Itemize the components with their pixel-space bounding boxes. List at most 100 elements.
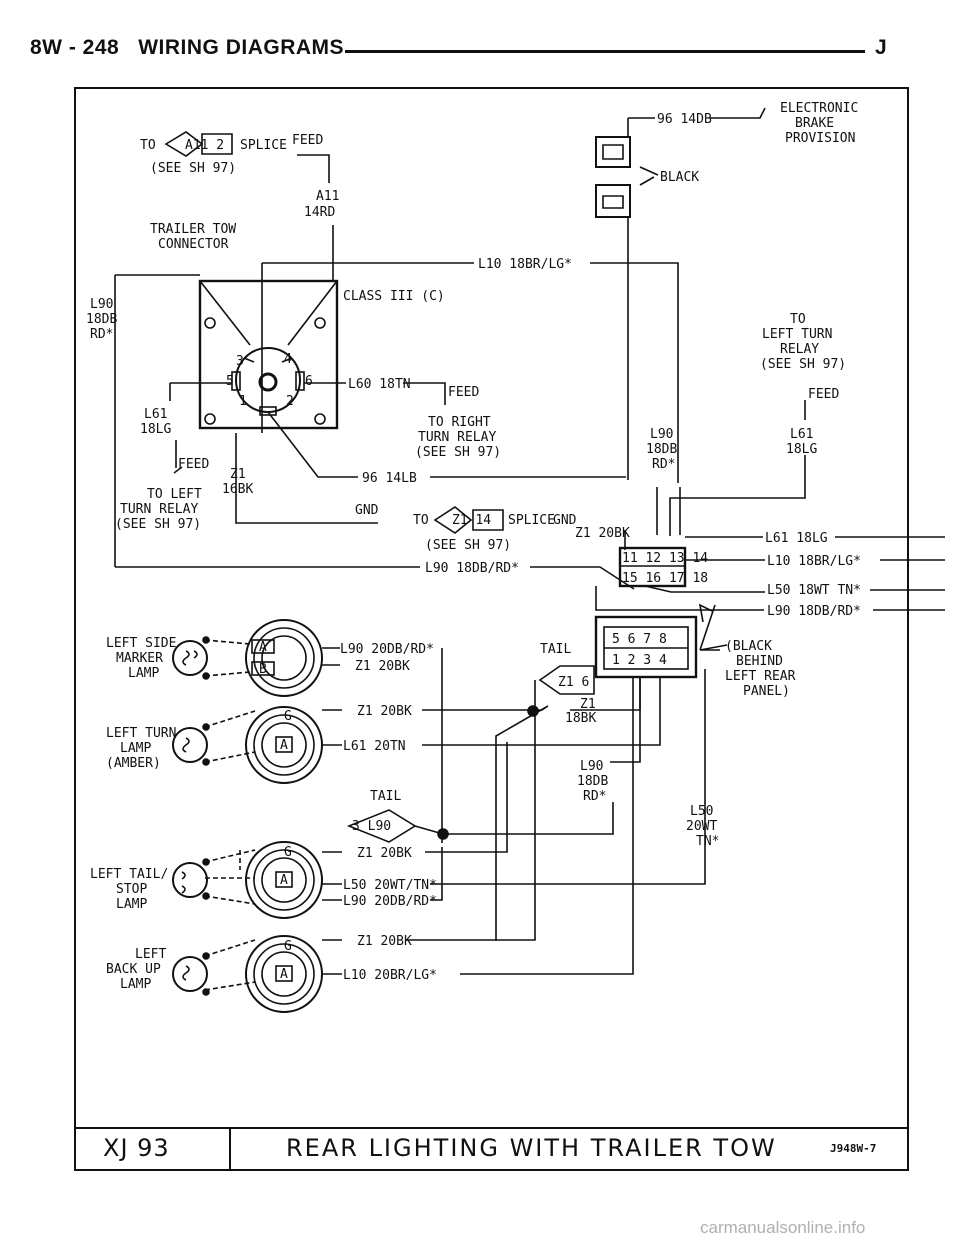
feed-left-label: FEED bbox=[178, 457, 209, 472]
wire-l61-label: L61 bbox=[144, 407, 167, 422]
pin-5: 5 bbox=[226, 374, 234, 389]
black-behind-label-2: BEHIND bbox=[736, 654, 783, 669]
z1-6-tag: Z1 6 bbox=[558, 675, 589, 690]
pin-2: 2 bbox=[286, 394, 294, 409]
ltl-pin-g: G bbox=[284, 709, 292, 724]
feed-right-label: FEED bbox=[448, 385, 479, 400]
wire-a11-gauge: 14RD bbox=[304, 205, 335, 220]
black-behind-label-1: (BLACK bbox=[725, 639, 772, 654]
section-title: WIRING DIAGRAMS bbox=[138, 36, 345, 59]
wire-z1-gauge: 16BK bbox=[222, 482, 253, 497]
wire-z1-c-label: Z1 bbox=[580, 697, 596, 712]
lsm-label-2: MARKER bbox=[116, 651, 163, 666]
pin-6: 6 bbox=[305, 374, 313, 389]
gnd-b-label: GND bbox=[553, 513, 577, 528]
lts-wire-2: L50 20WT/TN* bbox=[343, 878, 437, 893]
lsm-pin-a: A bbox=[259, 640, 267, 655]
wire-l50-a-label: L50 bbox=[690, 804, 713, 819]
wire-z1-20bk-label: Z1 20BK bbox=[575, 526, 630, 541]
wire-a11-label: A11 bbox=[316, 189, 339, 204]
to-z1-label: TO bbox=[413, 513, 429, 528]
lbu-label-3: LAMP bbox=[120, 977, 151, 992]
wire-l90-label: L90 bbox=[90, 297, 113, 312]
connector-label: CONNECTOR bbox=[158, 237, 229, 252]
to-right-label-3: (SEE SH 97) bbox=[415, 445, 501, 460]
wire-l90-c-color: RD* bbox=[583, 789, 606, 804]
trailer-tow-label: TRAILER TOW bbox=[150, 222, 236, 237]
wire-96-14lb-label: 96 14LB bbox=[362, 471, 417, 486]
wire-l61-b-label: L61 bbox=[790, 427, 813, 442]
to-lt-label-4: (SEE SH 97) bbox=[760, 357, 846, 372]
tail-b-label: TAIL bbox=[370, 789, 401, 804]
wire-l90-c-label: L90 bbox=[580, 759, 603, 774]
lsm-label-3: LAMP bbox=[128, 666, 159, 681]
page-number-section: 8W - 248 WIRING DIAGRAMS bbox=[30, 36, 344, 60]
pin-3: 3 bbox=[236, 354, 244, 369]
wire-l90-gauge: 18DB bbox=[86, 312, 117, 327]
to-lt-label-2: LEFT TURN bbox=[762, 327, 832, 342]
rear-connector-top-pins: 5 6 7 8 bbox=[612, 632, 667, 647]
class-iii-label: CLASS III (C) bbox=[343, 289, 445, 304]
ebp-label-3: PROVISION bbox=[785, 131, 855, 146]
lts-pin-a: A bbox=[280, 873, 288, 888]
black-label: BLACK bbox=[660, 170, 699, 185]
l90-3-tag: 3 L90 bbox=[352, 819, 391, 834]
right-wire-l50: L50 18WT TN* bbox=[767, 583, 861, 598]
vehicle-code: XJ 93 bbox=[103, 1134, 170, 1162]
trailer-tow-connector bbox=[198, 279, 339, 430]
lsm-label-1: LEFT SIDE bbox=[106, 636, 176, 651]
wire-z1-label: Z1 bbox=[230, 467, 246, 482]
to-lt-label-3: RELAY bbox=[780, 342, 819, 357]
ebp-label-1: ELECTRONIC bbox=[780, 101, 858, 116]
to-right-label-2: TURN RELAY bbox=[418, 430, 496, 445]
wire-z1-c-gauge: 18BK bbox=[565, 711, 596, 726]
lbu-pin-a: A bbox=[280, 967, 288, 982]
center-connector-top-pins: 11 12 13 14 bbox=[622, 551, 708, 566]
lbu-pin-g: G bbox=[284, 939, 292, 954]
diagram-frame bbox=[74, 87, 909, 1171]
to-left-label-2: TURN RELAY bbox=[120, 502, 198, 517]
to-lt-label-1: TO bbox=[790, 312, 806, 327]
lbu-wire-2: L10 20BR/LG* bbox=[343, 968, 437, 983]
ebp-label-2: BRAKE bbox=[795, 116, 834, 131]
lts-label-3: LAMP bbox=[116, 897, 147, 912]
to-left-label-1: TO LEFT bbox=[147, 487, 202, 502]
header-rule bbox=[345, 50, 865, 53]
wire-l90-b-label: L90 bbox=[650, 427, 673, 442]
lbu-label-2: BACK UP bbox=[106, 962, 161, 977]
splice-label: SPLICE bbox=[240, 138, 287, 153]
wire-96-14db-label: 96 14DB bbox=[657, 112, 712, 127]
lts-wire-3: L90 20DB/RD* bbox=[343, 894, 437, 909]
tail-a-label: TAIL bbox=[540, 642, 571, 657]
a11-splice-tag: A11 2 bbox=[185, 138, 224, 153]
lts-label-1: LEFT TAIL/ bbox=[90, 867, 168, 882]
wire-l50-a-gauge: 20WT bbox=[686, 819, 717, 834]
wire-l61-gauge: 18LG bbox=[140, 422, 171, 437]
ltl-label-2: LAMP bbox=[120, 741, 151, 756]
gnd-label: GND bbox=[355, 503, 379, 518]
lsm-wire-2: Z1 20BK bbox=[355, 659, 410, 674]
wire-l90-18dbrd-label: L90 18DB/RD* bbox=[425, 561, 519, 576]
section-letter: J bbox=[875, 36, 888, 59]
right-wire-l61: L61 18LG bbox=[765, 531, 828, 546]
ltl-label-1: LEFT TURN bbox=[106, 726, 176, 741]
pin-4: 4 bbox=[284, 352, 292, 367]
lsm-wire-1: L90 20DB/RD* bbox=[340, 642, 434, 657]
page-number: 8W - 248 bbox=[30, 36, 120, 59]
ltl-wire-1: Z1 20BK bbox=[357, 704, 412, 719]
ltl-wire-2: L61 20TN bbox=[343, 739, 406, 754]
rear-panel-connector bbox=[594, 615, 698, 679]
lbu-wire-1: Z1 20BK bbox=[357, 934, 412, 949]
see-sheet-b-label: (SEE SH 97) bbox=[425, 538, 511, 553]
see-sheet-label: (SEE SH 97) bbox=[150, 161, 236, 176]
center-connector-bottom-pins: 15 16 17 18 bbox=[622, 571, 708, 586]
ltl-label-3: (AMBER) bbox=[106, 756, 161, 771]
diagram-reference: J948W-7 bbox=[830, 1142, 877, 1155]
brake-connector-upper bbox=[595, 136, 631, 168]
wire-l90-color: RD* bbox=[90, 327, 113, 342]
wire-l60-label: L60 18TN bbox=[348, 377, 411, 392]
wire-l61-b-gauge: 18LG bbox=[786, 442, 817, 457]
center-connector bbox=[618, 546, 687, 588]
right-wire-l90: L90 18DB/RD* bbox=[767, 604, 861, 619]
